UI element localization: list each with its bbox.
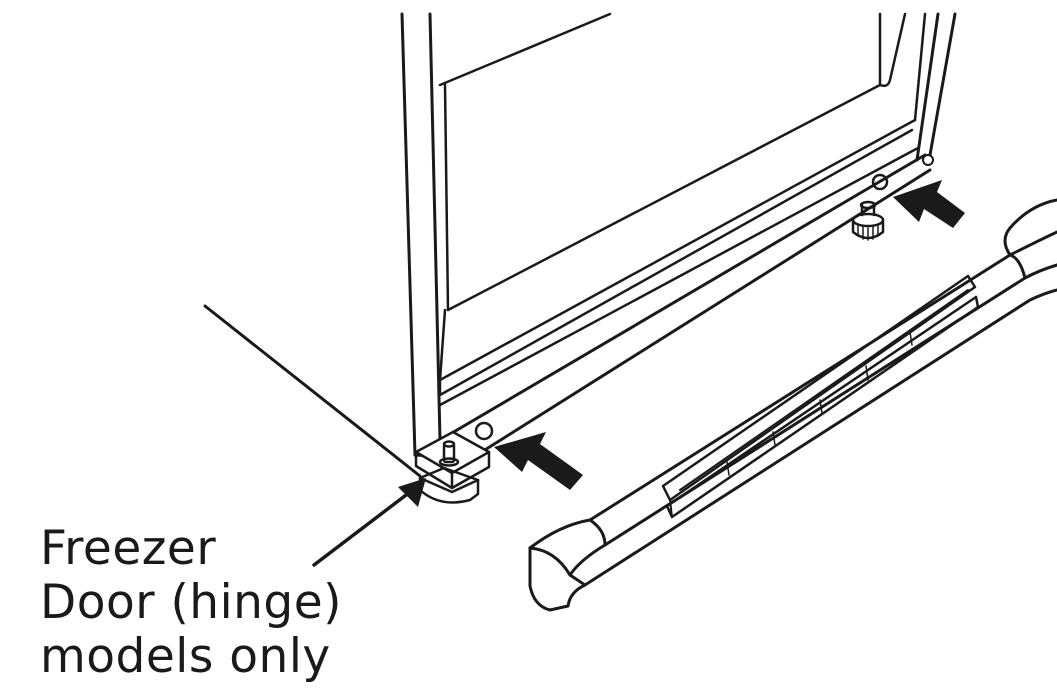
floor-line bbox=[205, 306, 420, 476]
callout-line-1: Freezer bbox=[40, 522, 420, 576]
callout-label: Freezer Door (hinge) models only bbox=[40, 522, 420, 684]
door-inner-panel bbox=[440, 14, 925, 405]
cabinet-bottom-edge bbox=[440, 155, 933, 458]
callout-line-2: Door (hinge) bbox=[40, 576, 420, 630]
arrow-right-pointing-icon bbox=[494, 432, 583, 490]
callout-line-3: models only bbox=[40, 630, 420, 684]
screw-hole-left bbox=[476, 423, 492, 439]
hinge-bracket bbox=[416, 432, 489, 502]
base-grille bbox=[530, 200, 1057, 610]
cabinet-frame bbox=[402, 14, 955, 458]
leveling-foot bbox=[853, 202, 883, 240]
